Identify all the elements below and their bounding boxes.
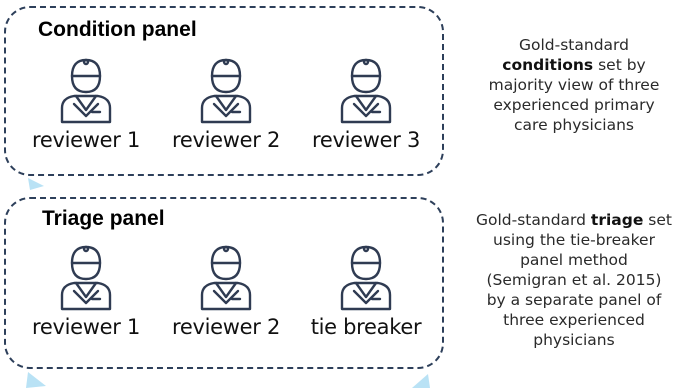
condition-desc-bold: conditions — [502, 56, 594, 74]
triage-panel-title: Triage panel — [42, 207, 165, 230]
condition-reviewer-1: reviewer 1 — [16, 54, 156, 152]
triage-desc-line: Gold-standard triage set — [456, 210, 692, 230]
physician-icon — [200, 58, 252, 124]
triage-desc-line: physicians — [533, 331, 615, 349]
triage-desc-suffix: set — [643, 211, 672, 229]
condition-description: Gold-standard conditions set by majority… — [458, 35, 690, 135]
physician-icon — [200, 245, 252, 311]
triage-tie-breaker: tie breaker — [296, 241, 436, 339]
condition-panel: Condition panel reviewer 1 — [4, 6, 444, 176]
triage-desc-line: (Semigran et al. 2015) — [486, 271, 662, 289]
triage-desc-line: by a separate panel of — [486, 291, 662, 309]
physician-icon — [340, 245, 392, 311]
physician-icon — [60, 58, 112, 124]
reviewer-label: reviewer 2 — [171, 128, 281, 152]
triage-panel: Triage panel reviewer 1 — [4, 197, 444, 369]
reviewer-label: reviewer 3 — [311, 128, 421, 152]
condition-desc-line: conditions set by — [458, 55, 690, 75]
triage-description: Gold-standard triage set using the tie-b… — [456, 210, 692, 350]
reviewer-label: reviewer 1 — [31, 315, 141, 339]
condition-reviewer-2: reviewer 2 — [156, 54, 296, 152]
condition-desc-line: majority view of three — [488, 76, 660, 94]
condition-reviewer-3: reviewer 3 — [296, 54, 436, 152]
triage-reviewer-1: reviewer 1 — [16, 241, 156, 339]
condition-desc-line: care physicians — [514, 116, 634, 134]
physician-icon — [340, 58, 392, 124]
reviewer-label: reviewer 1 — [31, 128, 141, 152]
condition-panel-title: Condition panel — [38, 18, 197, 41]
reviewer-label: reviewer 2 — [171, 315, 281, 339]
condition-desc-line: Gold-standard — [519, 36, 629, 54]
condition-desc-rest: set by — [593, 56, 646, 74]
physician-icon — [60, 245, 112, 311]
triage-reviewer-2: reviewer 2 — [156, 241, 296, 339]
reviewer-label: tie breaker — [310, 315, 422, 339]
triage-desc-prefix: Gold-standard — [476, 211, 591, 229]
condition-desc-line: experienced primary — [493, 96, 655, 114]
triage-desc-line: using the tie-breaker — [493, 231, 655, 249]
triage-desc-bold: triage — [590, 211, 644, 229]
triage-desc-line: three experienced — [503, 311, 645, 329]
triage-desc-line: panel method — [520, 251, 628, 269]
